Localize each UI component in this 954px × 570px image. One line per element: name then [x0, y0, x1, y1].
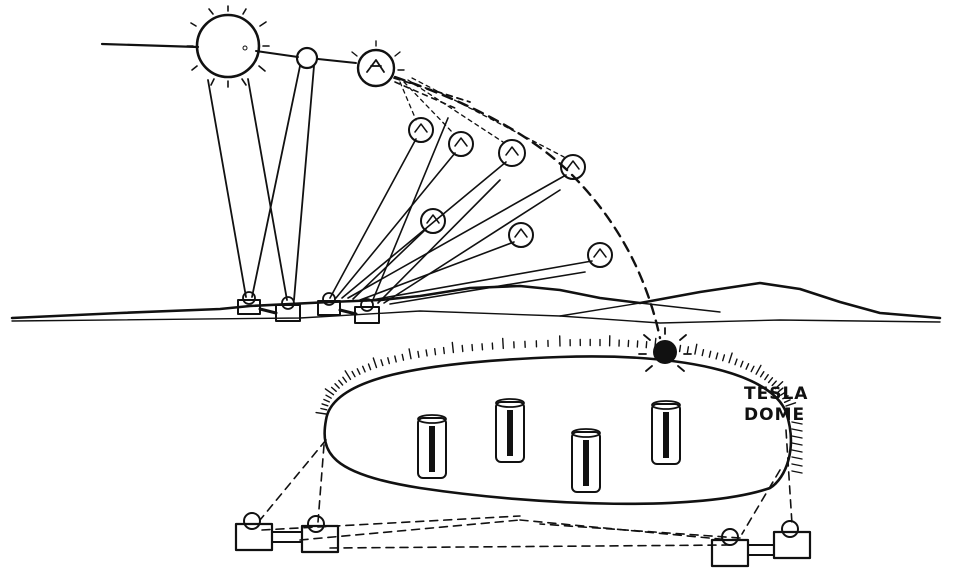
dome-tick	[756, 365, 761, 374]
dome-tick	[373, 358, 376, 368]
launcher-connector	[340, 310, 356, 314]
dome-tick	[363, 366, 365, 372]
horizon-trajectory-line	[102, 44, 198, 47]
dome-tick	[321, 409, 327, 410]
dome-tick	[680, 346, 681, 352]
dome-tick	[369, 364, 371, 370]
pillar-3	[572, 429, 600, 492]
dome-tick	[792, 471, 802, 473]
fragment-7	[588, 243, 612, 267]
dome-tick	[343, 377, 347, 382]
dome-tick	[316, 413, 326, 414]
dome-tick	[322, 404, 328, 406]
dome-tick	[792, 464, 802, 466]
sun-center-dot	[243, 46, 247, 50]
tesla-dome-label-line2: DOME	[744, 405, 808, 426]
dome-tick	[769, 378, 773, 383]
dome-tick	[345, 371, 350, 380]
dome-tick	[792, 457, 802, 459]
fragments	[400, 78, 612, 267]
dome-tick	[452, 343, 453, 353]
dashed-trajectory	[395, 77, 660, 338]
dome-tick	[402, 354, 403, 360]
dome-tick	[735, 359, 737, 365]
impact-burst-icon	[639, 328, 691, 371]
sun-to-moon-line	[256, 51, 298, 57]
dome-tick	[709, 351, 710, 357]
dome-tick	[729, 353, 732, 363]
moon-icon	[297, 48, 317, 68]
dome-tick	[444, 348, 445, 354]
launcher-unit	[238, 292, 260, 314]
projector-right	[712, 521, 810, 566]
dome-tick	[395, 356, 396, 362]
dome-tick	[702, 350, 703, 356]
sun-beams	[208, 66, 314, 300]
dome-tick	[792, 450, 802, 452]
dome-tick	[482, 344, 483, 350]
dome-tick	[765, 375, 768, 380]
dome-tick	[695, 344, 697, 354]
dome-tick	[751, 366, 754, 371]
dome-tick	[792, 443, 802, 445]
pillar-4	[652, 401, 680, 464]
dome-tick	[426, 350, 427, 356]
fragment-beams	[330, 118, 592, 304]
pillar-2	[496, 399, 524, 462]
dome-tick	[418, 351, 419, 357]
sun-icon	[197, 15, 259, 77]
incoming-missile-icon	[358, 50, 394, 86]
tesla-dome-label: TESLA DOME	[744, 384, 808, 426]
fragment-1	[409, 118, 433, 142]
dome-tick	[761, 372, 764, 377]
dome-tick	[472, 345, 473, 351]
tesla-dome	[316, 336, 802, 504]
dome-tick	[503, 338, 504, 348]
dome-tick	[335, 384, 339, 388]
dome-tick	[339, 380, 343, 385]
dome-tick	[381, 360, 383, 366]
launcher-unit	[355, 299, 379, 323]
dome-tick	[324, 400, 329, 402]
projector-left	[236, 513, 338, 552]
dome-tick	[462, 346, 463, 352]
dome-tick	[326, 395, 331, 398]
sun-group	[102, 6, 356, 87]
dome-tick	[792, 436, 802, 438]
dome-tick	[716, 353, 718, 359]
dome-tick	[332, 387, 337, 391]
dome-tick	[357, 369, 360, 374]
launcher-connector	[260, 309, 276, 313]
tesla-dome-label-line1: TESLA	[744, 384, 808, 405]
pillar-1	[418, 415, 446, 478]
projector-field-lines	[260, 430, 792, 548]
dome-tick	[409, 349, 411, 359]
dome-tick	[352, 372, 355, 377]
dome-tick	[646, 342, 647, 348]
dome-tick	[741, 361, 743, 367]
dome-tick	[325, 389, 333, 395]
dome-tick	[687, 347, 688, 353]
sun-rays	[187, 6, 269, 87]
fragment-2	[449, 132, 473, 156]
fragment-paths	[400, 78, 564, 157]
fragment-6	[509, 223, 533, 247]
dome-shell	[325, 356, 791, 503]
dome-tick	[435, 349, 436, 355]
fragment-3	[499, 140, 525, 166]
moon-to-missile-line	[318, 59, 356, 63]
dome-tick	[388, 358, 390, 364]
dome-tick	[792, 429, 802, 431]
dome-tick	[723, 355, 725, 361]
dome-tick	[746, 364, 749, 370]
